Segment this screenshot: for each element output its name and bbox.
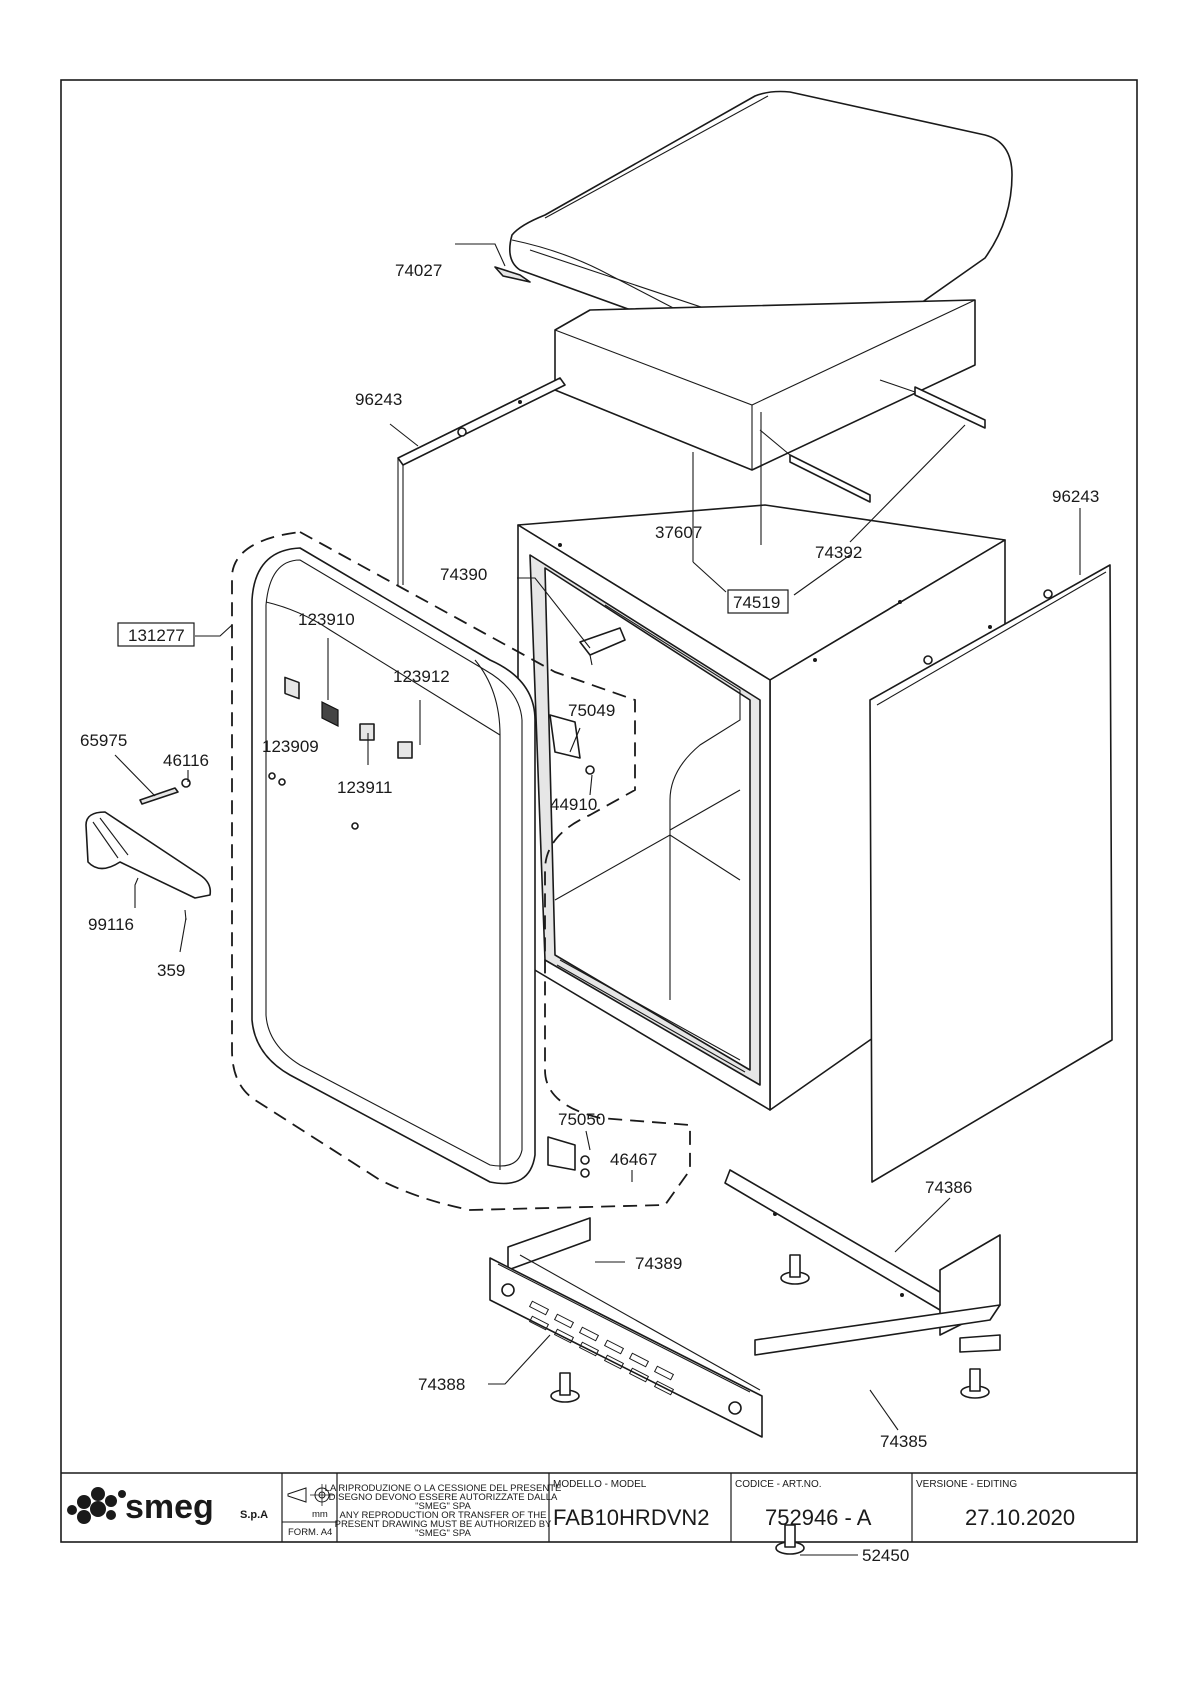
label-37607: 37607 <box>655 523 702 542</box>
unit-label: mm <box>312 1509 328 1520</box>
brand-suffix: S.p.A <box>240 1509 268 1521</box>
label-75049: 75049 <box>568 701 615 720</box>
label-74519: 74519 <box>733 593 780 612</box>
label-123909: 123909 <box>262 737 319 756</box>
smeg-logo: smeg S.p.A <box>67 1487 268 1526</box>
right-side-panel <box>869 564 1113 1183</box>
label-123911: 123911 <box>337 778 392 797</box>
reproduction-notice: LA RIPRODUZIONE O LA CESSIONE DEL PRESEN… <box>325 1483 562 1539</box>
label-74027: 74027 <box>395 261 442 280</box>
handle <box>85 778 212 921</box>
label-75050: 75050 <box>558 1110 605 1129</box>
label-44910: 44910 <box>550 795 597 814</box>
notice-en-line-3: "SMEG" SPA <box>415 1528 471 1539</box>
format-label: FORM. A4 <box>288 1527 332 1538</box>
title-block: smeg S.p.A mm FORM. A4 LA RIPRODUZIONE O… <box>61 1472 1137 1542</box>
label-99116: 99116 <box>88 915 134 934</box>
notice-it-line-3: "SMEG" SPA <box>415 1501 471 1512</box>
label-123910: 123910 <box>298 610 355 629</box>
label-74389: 74389 <box>635 1254 682 1273</box>
top-rails <box>759 379 986 503</box>
notice-en-line-1: ANY REPRODUCTION OR TRANSFER OF THE <box>340 1510 547 1521</box>
projection-symbol-icon <box>287 1484 334 1506</box>
door <box>251 547 536 1185</box>
label-74385: 74385 <box>880 1432 927 1451</box>
feet <box>550 1254 1001 1555</box>
label-74388: 74388 <box>418 1375 465 1394</box>
label-74392: 74392 <box>815 543 862 562</box>
top-hinge-74390 <box>579 627 626 666</box>
code-value: 752946 - A <box>765 1505 872 1530</box>
part-labels: 74027 96243 96243 37607 74392 74390 7451… <box>80 261 1099 1565</box>
front-grille <box>489 1257 763 1438</box>
label-65975: 65975 <box>80 731 127 750</box>
label-46116: 46116 <box>163 751 209 770</box>
left-side-panel <box>397 377 566 585</box>
leader-lines <box>114 243 1081 1556</box>
label-74390: 74390 <box>440 565 487 584</box>
model-caption: MODELLO - MODEL <box>553 1479 647 1490</box>
label-131277: 131277 <box>128 626 185 645</box>
label-52450: 52450 <box>862 1546 909 1565</box>
version-caption: VERSIONE - EDITING <box>916 1479 1017 1490</box>
notice-it-line-2: DISEGNO DEVONO ESSERE AUTORIZZATE DALLA <box>329 1492 558 1503</box>
label-46467: 46467 <box>610 1150 657 1169</box>
label-74386: 74386 <box>925 1178 972 1197</box>
base-frame <box>507 1169 1001 1391</box>
version-value: 27.10.2020 <box>965 1505 1075 1530</box>
label-359: 359 <box>157 961 185 980</box>
label-96243-left: 96243 <box>355 390 402 409</box>
label-123912: 123912 <box>393 667 450 686</box>
boxed-label-frame-74519 <box>727 589 789 614</box>
door-assembly-boundary <box>231 531 691 1211</box>
hinge-75050 <box>547 1136 590 1178</box>
insulation-block <box>554 299 976 471</box>
model-value: FAB10HRDVN2 <box>553 1505 710 1530</box>
boxed-label-frame-131277 <box>117 622 195 647</box>
notice-it-line-1: LA RIPRODUZIONE O LA CESSIONE DEL PRESEN… <box>325 1483 562 1494</box>
drawing-frame <box>60 79 1138 1543</box>
notice-en-line-2: PRESENT DRAWING MUST BE AUTHORIZED BY <box>335 1519 552 1530</box>
brand-name: smeg <box>125 1488 214 1526</box>
code-caption: CODICE - ART.NO. <box>735 1479 822 1490</box>
label-96243-right: 96243 <box>1052 487 1099 506</box>
